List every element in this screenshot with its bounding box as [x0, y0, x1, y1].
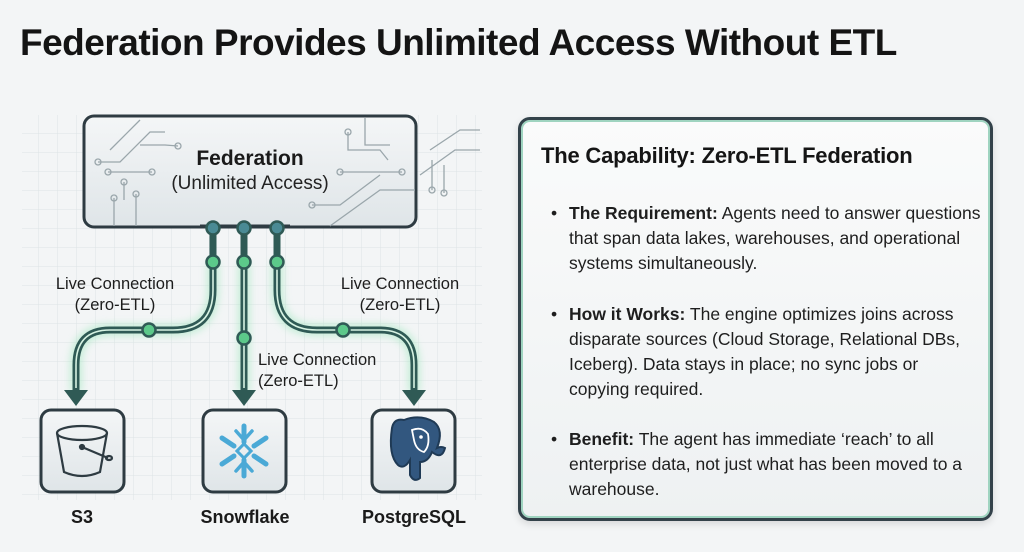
connection-label-snowflake: Live Connection (Zero-ETL) [258, 350, 376, 392]
source-snowflake [201, 408, 288, 494]
bullet-label: How it Works: [569, 304, 686, 324]
source-s3 [39, 408, 126, 494]
connection-node [236, 330, 252, 346]
bullet-dot: • [551, 429, 558, 449]
circuit-traces-left [94, 119, 182, 226]
snowflake-icon [219, 423, 269, 479]
source-label-snowflake: Snowflake [200, 507, 290, 527]
connection-label-s3: Live Connection (Zero-ETL) [45, 274, 185, 316]
bullet-benefit: • Benefit: The agent has immediate ‘reac… [551, 427, 981, 502]
federation-hub [82, 114, 480, 229]
capability-panel: The Capability: Zero-ETL Federation • Th… [518, 117, 993, 521]
bullet-how-it-works: • How it Works: The engine optimizes joi… [551, 302, 981, 402]
connection-node [205, 254, 221, 270]
panel-heading: The Capability: Zero-ETL Federation [541, 143, 913, 168]
hub-port-node [205, 220, 221, 236]
elephant-icon [389, 416, 447, 481]
source-label-s3: S3 [70, 507, 94, 527]
bullet-label: The Requirement: [569, 203, 718, 223]
circuit-traces-right [308, 118, 480, 227]
bullet-text: Agents need to answer questions that spa… [569, 203, 981, 273]
bullet-dot: • [551, 304, 558, 324]
connection-label-postgresql: Live Connection (Zero-ETL) [325, 274, 475, 316]
bullet-dot: • [551, 203, 558, 223]
hub-port-node [236, 220, 252, 236]
source-label-postgresql: PostgreSQL [361, 507, 467, 527]
arrowhead-postgresql [402, 390, 426, 406]
source-postgresql [370, 408, 457, 494]
connection-node [335, 322, 351, 338]
connection-lines [64, 220, 426, 406]
arrowhead-s3 [64, 390, 88, 406]
bullet-label: Benefit: [569, 429, 635, 449]
connection-label-line1: Live Connection [340, 275, 460, 293]
diagram-canvas [22, 114, 482, 500]
page-title: Federation Provides Unlimited Access Wit… [20, 22, 897, 63]
connection-label-line1: Live Connection [55, 275, 175, 293]
bullet-requirement: • The Requirement: Agents need to answer… [551, 201, 981, 276]
bucket-icon [55, 424, 114, 478]
connection-label-line2: (Zero-ETL) [258, 372, 339, 390]
connection-label-line2: (Zero-ETL) [74, 296, 156, 314]
connection-label-line2: (Zero-ETL) [359, 296, 441, 314]
connection-node [269, 254, 285, 270]
bullet-text: The engine optimizes joins across dispar… [569, 304, 961, 399]
arrowhead-snowflake [232, 390, 256, 406]
arrowheads [64, 390, 426, 406]
hub-port-node [269, 220, 285, 236]
federation-diagram: Federation (Unlimited Access) Live Conne… [22, 114, 482, 527]
connection-label-line1: Live Connection [258, 351, 377, 369]
connection-node [236, 254, 252, 270]
hub-title: Federation [196, 147, 304, 170]
bullet-text: The agent has immediate ‘reach’ to all e… [569, 429, 963, 499]
hub-subtitle: (Unlimited Access) [171, 173, 329, 194]
connection-node [141, 322, 157, 338]
